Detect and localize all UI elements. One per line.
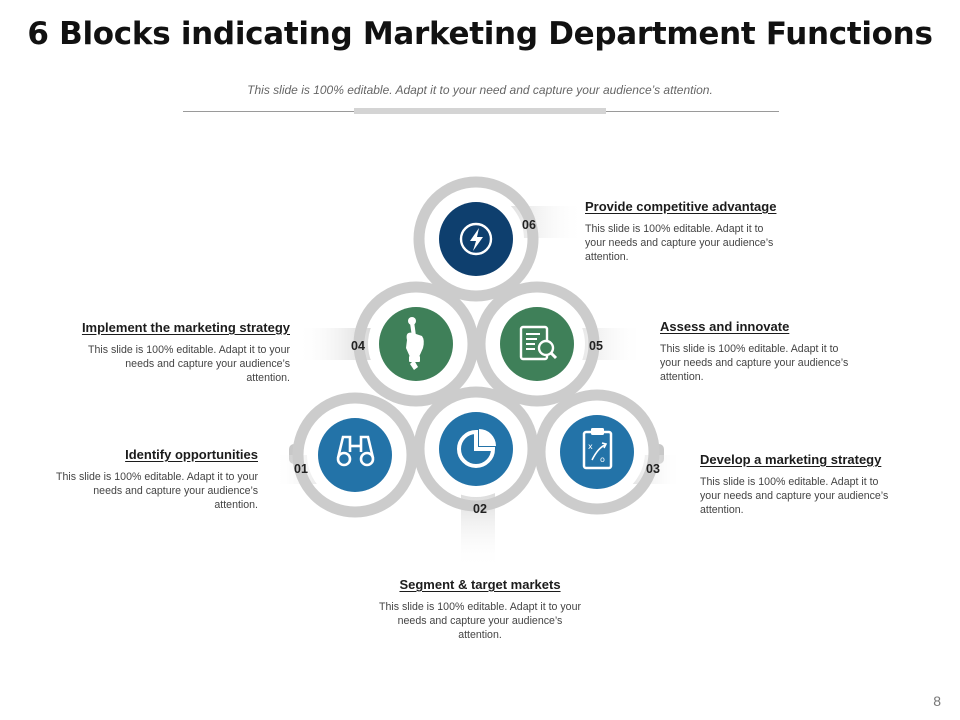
block-number-04: 04 — [351, 339, 365, 353]
ring-05 — [474, 281, 600, 407]
svg-text:o: o — [600, 455, 605, 464]
block-text-02: This slide is 100% editable. Adapt it to… — [379, 601, 581, 641]
block-number-02: 02 — [473, 502, 487, 516]
slide-subtitle: This slide is 100% editable. Adapt it to… — [247, 83, 713, 97]
document-magnifier-icon — [519, 325, 558, 361]
block-text-03: This slide is 100% editable. Adapt it to… — [700, 476, 889, 516]
block-number-01: 01 — [294, 462, 308, 476]
block-text-04: This slide is 100% editable. Adapt it to… — [88, 344, 290, 384]
block-title-03: Develop a marketing strategy — [700, 452, 882, 467]
block-label-03: Develop a marketing strategy This slide … — [700, 452, 950, 517]
binoculars-icon — [336, 435, 375, 467]
block-text-05: This slide is 100% editable. Adapt it to… — [660, 343, 849, 383]
hand-wrench-icon — [406, 317, 424, 370]
block-label-04: Implement the marketing strategy This sl… — [40, 320, 290, 385]
block-title-02: Segment & target markets — [399, 577, 561, 592]
ring-03 — [534, 389, 660, 515]
number-tab-02 — [461, 485, 495, 569]
block-label-06: Provide competitive advantage This slide… — [585, 199, 835, 264]
svg-text:x: x — [588, 442, 593, 451]
block-number-03: 03 — [646, 462, 660, 476]
block-title-05: Assess and innovate — [660, 319, 790, 334]
disk-01 — [318, 418, 392, 492]
disk-05 — [500, 307, 574, 381]
lightning-icon — [459, 222, 493, 256]
clipboard-strategy-icon: x o — [582, 428, 613, 470]
ring-01 — [292, 392, 418, 518]
title-divider-accent — [354, 108, 606, 114]
slide-title: 6 Blocks indicating Marketing Department… — [27, 16, 933, 52]
block-label-05: Assess and innovate This slide is 100% e… — [660, 319, 910, 384]
block-title-04: Implement the marketing strategy — [81, 320, 290, 335]
block-label-01: Identify opportunities This slide is 100… — [8, 447, 258, 512]
block-label-02: Segment & target markets This slide is 1… — [355, 577, 605, 642]
ring-04 — [353, 281, 479, 407]
block-text-01: This slide is 100% editable. Adapt it to… — [56, 471, 258, 511]
ring-06 — [413, 176, 539, 302]
block-text-06: This slide is 100% editable. Adapt it to… — [585, 223, 774, 263]
block-number-06: 06 — [522, 218, 536, 232]
ring-02 — [413, 386, 539, 512]
page-number: 8 — [933, 693, 941, 709]
block-title-01: Identify opportunities — [125, 447, 258, 462]
pie-chart-icon — [457, 429, 496, 468]
block-title-06: Provide competitive advantage — [585, 199, 777, 214]
block-number-05: 05 — [589, 339, 603, 353]
